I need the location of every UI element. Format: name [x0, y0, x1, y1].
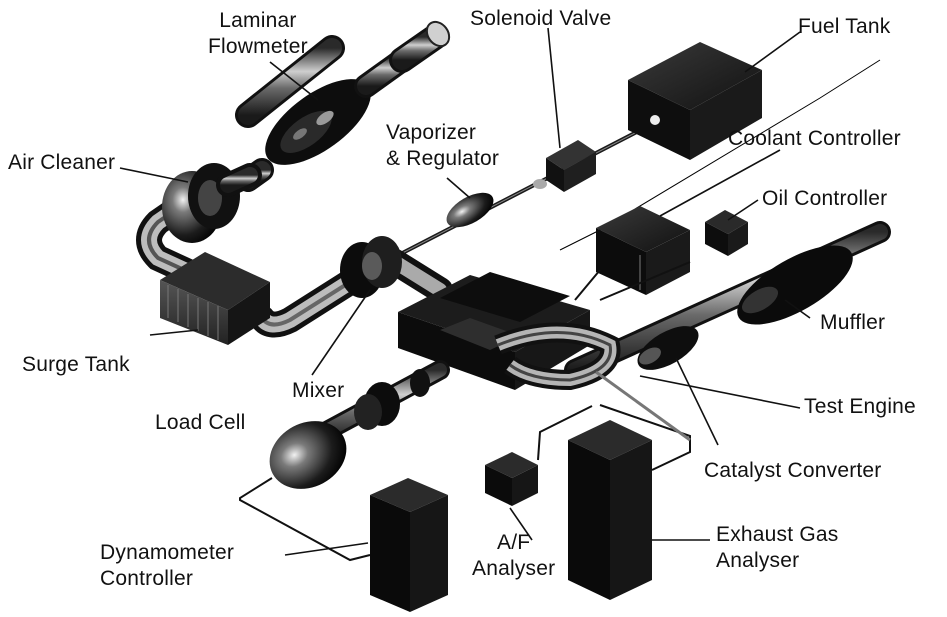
- label-exhaust-line1: Exhaust Gas: [716, 522, 838, 548]
- label-muffler: Muffler: [820, 310, 885, 336]
- label-load-cell: Load Cell: [155, 410, 246, 436]
- label-dynamometer-line2: Controller: [100, 566, 234, 592]
- label-af-line1: A/F: [472, 530, 555, 556]
- label-fuel-tank: Fuel Tank: [798, 14, 890, 40]
- solenoid-valve: [533, 140, 596, 192]
- label-af-line2: Analyser: [472, 556, 555, 582]
- label-air-cleaner: Air Cleaner: [8, 150, 115, 176]
- label-catalyst-converter: Catalyst Converter: [704, 458, 882, 484]
- mixer: [340, 236, 402, 298]
- label-exhaust-line2: Analyser: [716, 548, 838, 574]
- label-test-engine: Test Engine: [804, 394, 916, 420]
- label-surge-tank: Surge Tank: [22, 352, 130, 378]
- label-laminar-flowmeter: Laminar Flowmeter: [208, 8, 308, 60]
- label-af-analyser: A/F Analyser: [472, 530, 555, 582]
- label-dynamometer-line1: Dynamometer: [100, 540, 234, 566]
- label-exhaust-gas-analyser: Exhaust Gas Analyser: [716, 522, 838, 574]
- exhaust-gas-analyser: [568, 420, 652, 600]
- dynamometer-controller: [370, 478, 448, 612]
- label-dynamometer-controller: Dynamometer Controller: [100, 540, 234, 592]
- label-laminar-flowmeter-line2: Flowmeter: [208, 34, 308, 60]
- oil-controller: [705, 210, 748, 256]
- air-cleaner: [162, 163, 250, 243]
- label-mixer: Mixer: [292, 378, 344, 404]
- label-laminar-flowmeter-line1: Laminar: [208, 8, 308, 34]
- label-solenoid-valve: Solenoid Valve: [470, 6, 611, 32]
- label-vaporizer-regulator: Vaporizer & Regulator: [386, 120, 499, 172]
- af-analyser: [485, 452, 538, 506]
- label-vaporizer-line2: & Regulator: [386, 146, 499, 172]
- label-oil-controller: Oil Controller: [762, 186, 887, 212]
- label-vaporizer-line1: Vaporizer: [386, 120, 499, 146]
- label-coolant-controller: Coolant Controller: [728, 126, 901, 152]
